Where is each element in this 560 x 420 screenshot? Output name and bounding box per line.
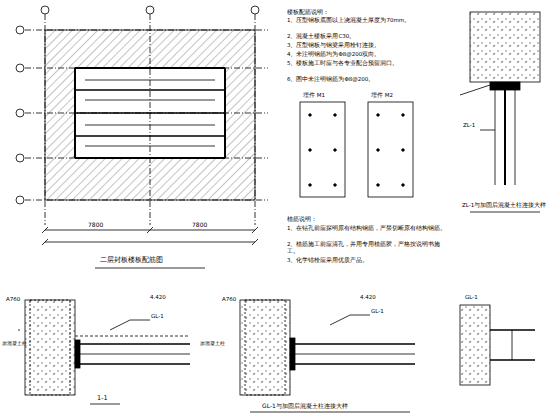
note-text: 6、图中未注明钢筋为Φ8@200。 (287, 76, 457, 83)
elevation: 4.420 (150, 294, 166, 301)
dimension: 7800 (192, 221, 207, 229)
note-text: 5、楼板施工时应与各专业配合预留洞口。 (287, 60, 457, 67)
dimension: A760 (6, 296, 20, 303)
dimension: A760 (222, 296, 236, 303)
plate-label: 埋件 M1 (303, 92, 325, 99)
member-tag: ZL-1 (463, 122, 475, 129)
material-label: 原混凝土柱 (2, 340, 27, 346)
section-title: 1-1 (97, 394, 108, 402)
material-label: 原混凝土柱 (200, 340, 225, 346)
member-tag: GL-1 (151, 313, 164, 320)
dimension: 7800 (88, 221, 103, 229)
detail-title: ZL-1与加固后混凝土柱连接大样 (462, 202, 546, 209)
note-text: 1、在钻孔前应探明原有结构钢筋，严禁切断原有结构钢筋。 (287, 225, 452, 232)
elevation: 4.420 (360, 294, 376, 301)
note-text: 3、化学锚栓应采用优质产品。 (287, 257, 452, 264)
note-text: 2、植筋施工前应清孔，并用专用植筋胶，严格按说明书施工。 (287, 241, 452, 255)
detail-title: GL-1与加固后混凝土柱连接大样 (262, 402, 348, 410)
member-tag: GL-1 (371, 308, 384, 315)
note-text: 3、压型钢板与钢梁采用栓钉连接。 (287, 42, 457, 49)
note-text: 4、未注明钢筋均为Φ8@200双向。 (287, 51, 457, 58)
note-heading: 植筋说明： (287, 215, 317, 223)
note-text: 2、混凝土楼板采用C30。 (287, 33, 457, 40)
drawing-title: 二层封板楼板配筋图 (100, 256, 163, 265)
plate-label: 埋件 M2 (371, 92, 393, 99)
member-tag: GL-1 (465, 294, 478, 301)
note-text: 1、压型钢板底面以上浇混凝土厚度为70mm。 (287, 17, 457, 24)
note-heading: 楼板配筋说明： (287, 8, 329, 16)
